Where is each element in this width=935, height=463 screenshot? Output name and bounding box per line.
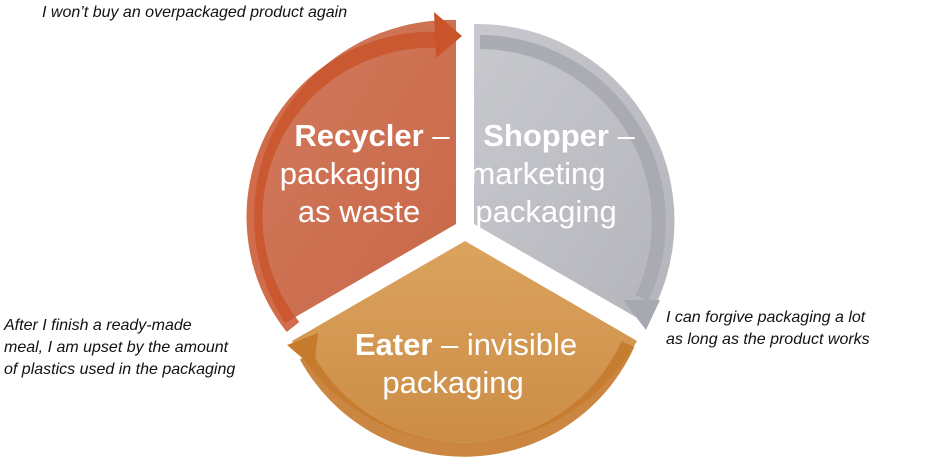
eater-segment	[292, 241, 637, 443]
eater-quote: After I finish a ready-made meal, I am u…	[4, 315, 235, 381]
recycler-quote-line: I won’t buy an overpackaged product agai…	[42, 4, 348, 21]
shopper-segment	[474, 23, 675, 324]
shopper-quote-line-1: I can forgive packaging a lot	[666, 309, 866, 326]
shopper-line2: marketing	[469, 156, 605, 191]
recycler-quote: I won’t buy an overpackaged product agai…	[42, 2, 347, 24]
eater-rest: – invisible	[432, 327, 577, 362]
eater-label: Eater – invisible packaging	[312, 327, 620, 400]
shopper-quote: I can forgive packaging a lot as long as…	[666, 307, 870, 351]
eater-line2: packaging	[382, 365, 523, 400]
shopper-label: Shopper – marketing packaging	[440, 118, 678, 229]
recycler-label: Recycler – packaging as waste	[251, 118, 492, 229]
eater-title: Eater	[355, 327, 433, 362]
shopper-quote-line-2: as long as the product works	[666, 331, 870, 348]
eater-quote-line-1: After I finish a ready-made	[4, 317, 192, 334]
shopper-cycle-arrow	[479, 35, 666, 330]
recycler-title: Recycler	[294, 118, 423, 153]
recycler-dash: –	[424, 118, 451, 153]
shopper-line3: packaging	[475, 194, 616, 229]
shopper-title: Shopper	[483, 118, 609, 153]
eater-cycle-arrow	[287, 333, 635, 457]
eater-quote-line-3: of plastics used in the packaging	[4, 361, 236, 378]
recycler-cycle-arrow	[246, 12, 462, 332]
recycler-line2: packaging	[280, 156, 421, 191]
recycler-line3: as waste	[298, 194, 420, 229]
eater-quote-line-2: meal, I am upset by the amount	[4, 339, 229, 356]
shopper-dash: –	[609, 118, 636, 153]
